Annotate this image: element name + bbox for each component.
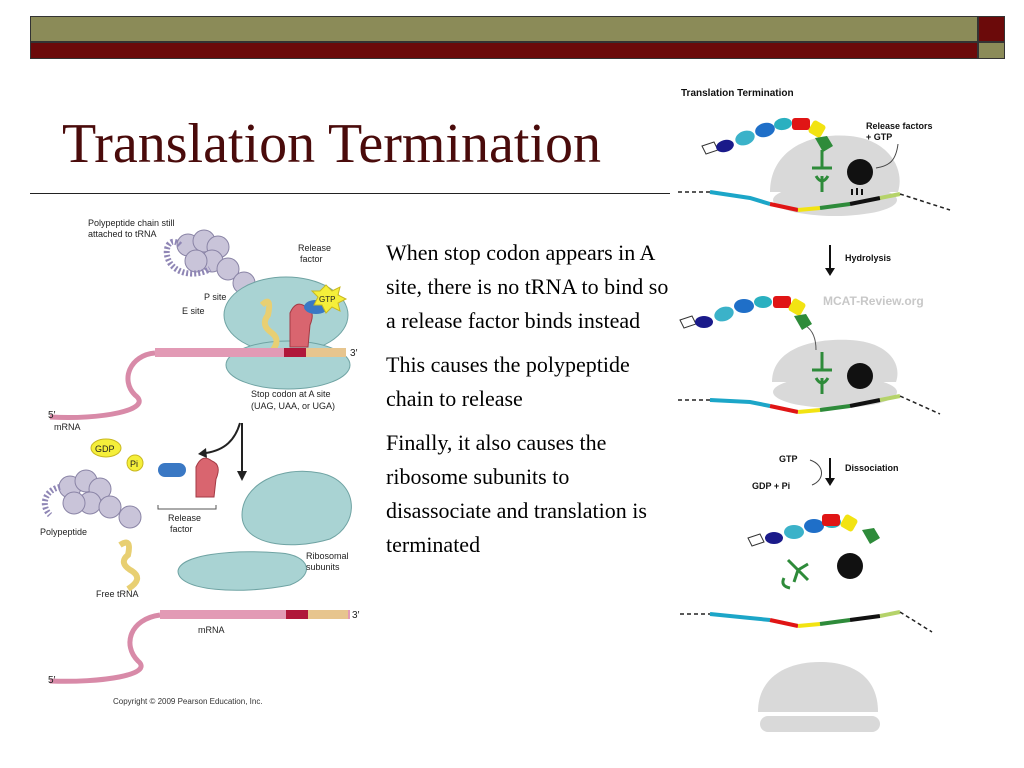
label-plus-gtp: + GTP bbox=[866, 132, 892, 142]
gtp-burst bbox=[310, 284, 348, 314]
label-factor2: factor bbox=[170, 524, 193, 534]
label-gtp: GTP bbox=[319, 295, 335, 304]
bullet-1: When stop codon appears in A site, there… bbox=[386, 240, 669, 333]
panel-release-factor-binding: Release factors + GTP bbox=[678, 117, 951, 216]
bullet-3: Finally, it also causes the ribosome sub… bbox=[386, 430, 647, 557]
panel-hydrolysis bbox=[678, 296, 941, 415]
release-factor-ball bbox=[847, 159, 873, 185]
mrna-codon-strip-bottom bbox=[160, 610, 350, 619]
label-ribosomal: Ribosomal bbox=[306, 551, 349, 561]
label-3prime-bottom: 3′ bbox=[352, 610, 360, 621]
arrow-head-dissociation bbox=[825, 478, 835, 486]
left-termination-figure: Polypeptide chain still attached to tRNA… bbox=[40, 218, 360, 706]
released-release-factor bbox=[195, 457, 219, 498]
bullet-2: This causes the polypeptide chain to rel… bbox=[386, 352, 630, 411]
label-3prime-top: 3′ bbox=[350, 348, 358, 359]
slide-title: Translation Termination bbox=[62, 113, 601, 175]
right-termination-figure: Translation Termination Release factors … bbox=[670, 80, 990, 740]
mrna-strand-bottom bbox=[49, 612, 161, 684]
label-free-trna: Free tRNA bbox=[96, 589, 139, 599]
gdp-bubble bbox=[90, 438, 122, 458]
trna-p-site bbox=[259, 298, 280, 356]
trna-p-site-right bbox=[812, 150, 832, 192]
watermark: MCAT-Review.org bbox=[823, 294, 924, 308]
header-band-maroon bbox=[30, 42, 978, 59]
label-dissociation: Dissociation bbox=[845, 463, 899, 473]
arrow-head-down bbox=[237, 471, 247, 481]
label-stop-codons-list: (UAG, UAA, or UGA) bbox=[251, 401, 335, 411]
label-subunits: subunits bbox=[306, 562, 340, 572]
polypeptide-tail-top bbox=[163, 238, 212, 277]
arrow-head-left bbox=[198, 448, 207, 458]
header-corner-maroon bbox=[978, 16, 1005, 42]
free-trna-shape bbox=[118, 539, 141, 592]
header-band-olive bbox=[30, 16, 978, 42]
polypeptide-released bbox=[58, 469, 142, 529]
label-release-factors: Release factors bbox=[866, 121, 933, 131]
label-gdp-pi: GDP + Pi bbox=[752, 481, 790, 491]
label-release2: Release bbox=[168, 513, 201, 523]
header-band bbox=[30, 16, 1005, 59]
polypeptide-tail-released bbox=[41, 484, 61, 518]
label-polypeptide-still: Polypeptide chain still bbox=[88, 218, 175, 228]
label-release: Release bbox=[298, 243, 331, 253]
label-e-site: E site bbox=[182, 306, 205, 316]
copyright-notice: Copyright © 2009 Pearson Education, Inc. bbox=[113, 697, 263, 706]
header-corner-olive bbox=[978, 42, 1005, 59]
mrna-strand-top bbox=[49, 350, 156, 420]
label-polypeptide: Polypeptide bbox=[40, 527, 87, 537]
ribosome-small-separated bbox=[177, 551, 307, 591]
arrow-head-hydrolysis bbox=[825, 268, 835, 276]
label-gtp-right: GTP bbox=[779, 454, 798, 464]
label-gdp: GDP bbox=[95, 444, 115, 454]
label-p-site: P site bbox=[204, 292, 226, 302]
label-mrna-bottom: mRNA bbox=[198, 625, 225, 635]
label-factor: factor bbox=[300, 254, 323, 264]
label-attached-trna: attached to tRNA bbox=[88, 229, 157, 239]
released-gtp-capsule bbox=[158, 463, 186, 477]
arrow-curved-left bbox=[205, 422, 241, 454]
mrna-stop-codon-bottom bbox=[286, 610, 308, 619]
label-5prime-bottom: 5′ bbox=[48, 675, 56, 686]
panel-dissociation bbox=[680, 514, 933, 732]
mrna-3prime-region-bottom bbox=[308, 610, 348, 619]
label-mrna-top: mRNA bbox=[54, 422, 81, 432]
label-5prime-top: 5′ bbox=[48, 410, 56, 421]
bullet-text-block: When stop codon appears in A site, there… bbox=[386, 236, 671, 572]
mrna-codon-strip-top bbox=[155, 348, 345, 357]
title-underline bbox=[30, 193, 980, 194]
right-figure-heading: Translation Termination bbox=[681, 88, 794, 99]
release-factor-bracket bbox=[157, 505, 217, 510]
ribosome-large-separated bbox=[241, 470, 352, 546]
mrna-3prime-region-top bbox=[306, 348, 346, 357]
label-hydrolysis: Hydrolysis bbox=[845, 253, 891, 263]
pi-bubble bbox=[126, 454, 144, 472]
label-pi: Pi bbox=[130, 459, 138, 469]
mrna-stop-codon-top bbox=[284, 348, 306, 357]
label-stop-codon: Stop codon at A site bbox=[251, 389, 331, 399]
